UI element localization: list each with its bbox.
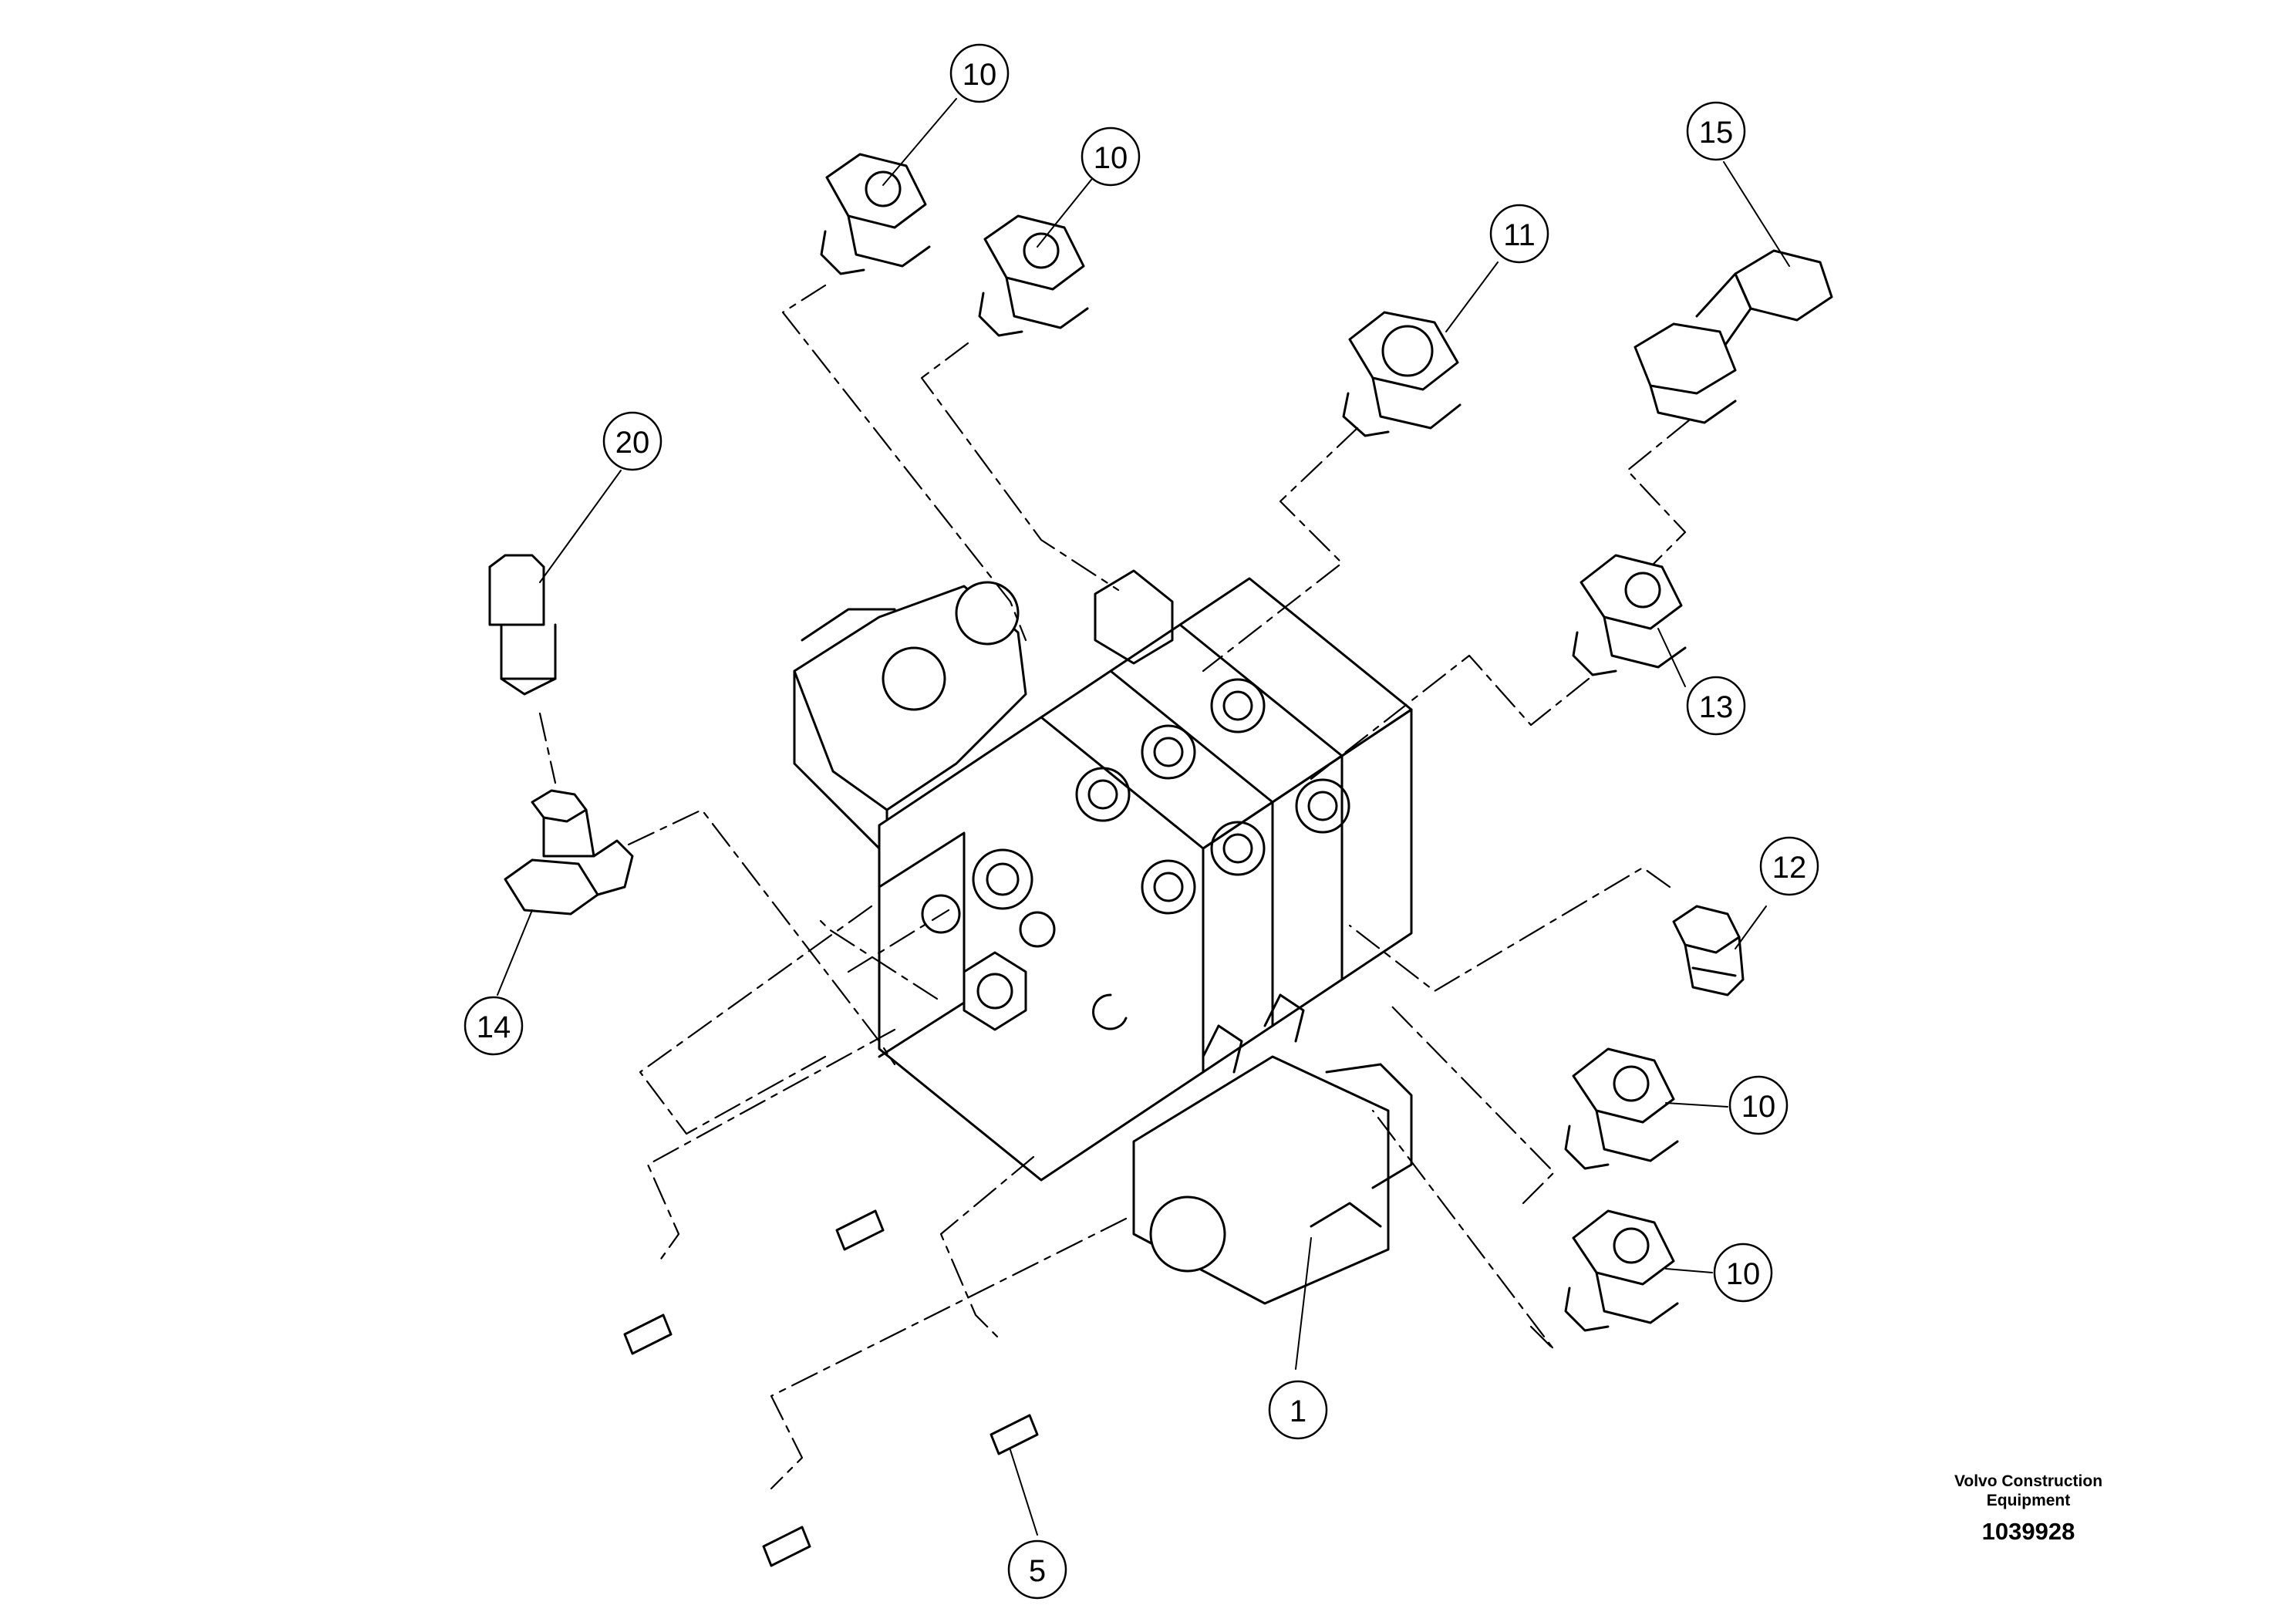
dashed-leaders (538, 284, 1691, 1490)
manufacturer-line1: Volvo Construction (1954, 1472, 2103, 1490)
callout-10-right-lower: 10 (1713, 1243, 1773, 1303)
callout-leaders (497, 98, 1790, 1536)
fitting-10-top-left (820, 153, 931, 275)
callout-label: 1 (1290, 1394, 1306, 1428)
callout-label: 11 (1503, 218, 1536, 252)
fitting-14-tee (504, 789, 634, 916)
callout-10-top-left: 10 (949, 43, 1010, 103)
callout-label: 10 (963, 58, 997, 92)
fitting-10-right-upper (1564, 1047, 1679, 1170)
drawing-reference: Volvo Construction Equipment 1039928 (1920, 1472, 2136, 1546)
fitting-10-right-lower (1564, 1209, 1679, 1332)
callout-20: 20 (602, 411, 663, 471)
callout-12: 12 (1759, 836, 1819, 896)
callout-10-right-upper: 10 (1728, 1075, 1789, 1135)
callout-label: 10 (1094, 141, 1128, 175)
callout-label: 14 (477, 1010, 511, 1044)
callout-label: 13 (1699, 690, 1734, 724)
callout-label: 12 (1772, 851, 1807, 885)
callout-label: 10 (1726, 1257, 1761, 1291)
manufacturer-line2: Equipment (1986, 1492, 2071, 1509)
callout-5: 5 (1007, 1539, 1067, 1600)
fitting-10-top-second (978, 214, 1089, 337)
fitting-12 (1672, 905, 1745, 996)
fitting-11 (1342, 311, 1462, 437)
fitting-20 (488, 554, 557, 696)
callout-label: 15 (1699, 116, 1734, 150)
callout-label: 20 (615, 426, 650, 460)
callout-label: 5 (1029, 1554, 1046, 1588)
callout-1: 1 (1268, 1380, 1328, 1440)
callout-label: 10 (1741, 1090, 1776, 1124)
callout-14: 14 (464, 996, 524, 1056)
callout-10-top-second: 10 (1081, 126, 1141, 187)
valve-assembly (793, 569, 1413, 1305)
callout-13: 13 (1686, 676, 1746, 736)
callout-15: 15 (1686, 101, 1746, 161)
fitting-13 (1572, 554, 1687, 676)
fitting-15-elbow (1633, 249, 1833, 424)
pins (623, 1209, 1039, 1567)
drawing-number: 1039928 (1981, 1518, 2075, 1545)
callout-11: 11 (1489, 204, 1549, 264)
